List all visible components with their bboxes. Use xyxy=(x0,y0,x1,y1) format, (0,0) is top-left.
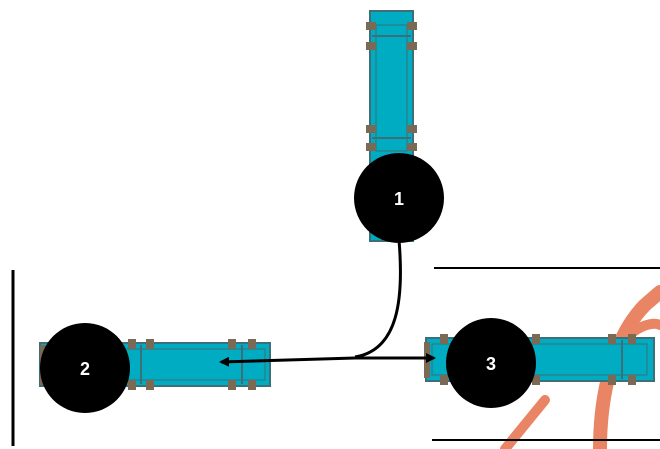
node-3-label: 3 xyxy=(486,354,496,374)
node-1-label: 1 xyxy=(394,189,404,209)
arrow-icon xyxy=(354,239,402,359)
node-2-label: 2 xyxy=(80,359,90,379)
node-2: 2 xyxy=(40,323,130,413)
node-3: 3 xyxy=(446,318,536,408)
arrow-icon xyxy=(219,356,356,367)
node-1: 1 xyxy=(354,153,444,243)
